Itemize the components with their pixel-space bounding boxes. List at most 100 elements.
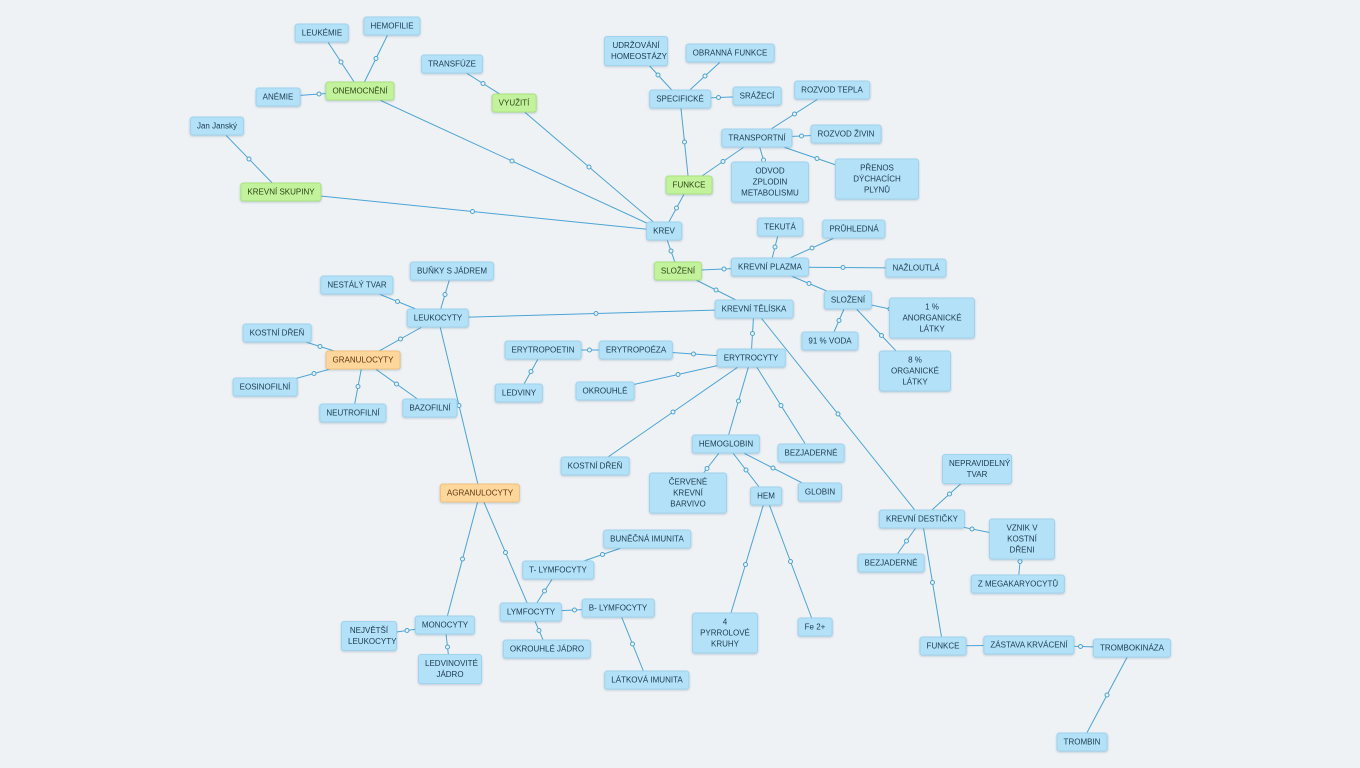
connector-arrow-krevni_plazma-slozeni_plazma	[806, 281, 812, 286]
node-udrzovani-homeostazy[interactable]: UDRŽOVÁNÍ HOMEOSTÁZY	[604, 36, 668, 66]
node-hemofilie[interactable]: HEMOFILIE	[363, 16, 421, 36]
node-bezjaderne-erytrocyty[interactable]: BEZJADERNÉ	[777, 443, 845, 463]
node-transfuze[interactable]: TRANSFÚZE	[421, 54, 483, 74]
node-anemie[interactable]: ANÉMIE	[255, 87, 301, 107]
connector-arrow-erytrocyty-hemoglobin	[736, 398, 741, 404]
node-bezjaderne-desticky[interactable]: BEZJADERNÉ	[857, 553, 925, 573]
node-rozvod-tepla[interactable]: ROZVOD TEPLA	[794, 80, 870, 100]
connector-arrow-zastava-trombokinaza	[1078, 644, 1083, 649]
node-okrouhle[interactable]: OKROUHLÉ	[575, 381, 635, 401]
node-zastava-krvaceni[interactable]: ZÁSTAVA KRVÁCENÍ	[983, 635, 1075, 655]
node-trombokinaza[interactable]: TROMBOKINÁZA	[1092, 638, 1172, 658]
node-krevni-skupiny[interactable]: KREVNÍ SKUPINY	[240, 182, 322, 202]
node-t-lymfocyty[interactable]: T- LYMFOCYTY	[522, 560, 594, 580]
node-agranulocyty[interactable]: AGRANULOCYTY	[439, 483, 521, 503]
node-nejvetsi-leukocyty[interactable]: NEJVĚTŠÍ LEUKOCYTY	[341, 621, 397, 651]
node-funkce-desticky[interactable]: FUNKCE	[919, 636, 967, 656]
connector-arrow-erytropoetin-ledviny	[528, 369, 534, 374]
connector-arrow-funkce-specificke	[682, 139, 687, 145]
connector-arrow-erytropoeza-erytropoetin	[587, 347, 592, 353]
connector-arrow-specificke-udrzovani	[655, 72, 661, 78]
connector-arrow-erytrocyty-kostni_dren_e	[670, 409, 676, 415]
node-granulocyty[interactable]: GRANULOCYTY	[325, 350, 401, 370]
connector-arrow-krevni_desticky-funkce_d	[930, 580, 935, 585]
node-ledvinovite-jadro[interactable]: LEDVINOVITÉ JÁDRO	[418, 654, 482, 684]
node-hemoglobin[interactable]: HEMOGLOBIN	[691, 434, 761, 454]
connector-arrow-krevni_plazma-pruhledna	[809, 245, 815, 251]
node-fe[interactable]: Fe 2+	[797, 617, 833, 637]
node-lymfocyty[interactable]: LYMFOCYTY	[499, 602, 563, 622]
node-voda[interactable]: 91 % VODA	[801, 331, 859, 351]
node-bunky-s-jadrem[interactable]: BUŇKY S JÁDREM	[409, 261, 495, 281]
connector-arrow-transportni-rozvod_tepla	[792, 111, 797, 117]
node-kostni-dren-granulocyty[interactable]: KOSTNÍ DŘEŇ	[242, 323, 312, 343]
node-tekuta[interactable]: TEKUTÁ	[757, 217, 803, 237]
node-vyuziti[interactable]: VYUŽITÍ	[491, 93, 537, 113]
connector-arrow-transportni-rozvod_zivin	[799, 133, 804, 139]
node-eosinofilni[interactable]: EOSINOFILNÍ	[232, 377, 298, 397]
node-vznik-v-kostni-dreni[interactable]: VZNIK V KOSTNÍ DŘENI	[989, 518, 1055, 560]
node-b-lymfocyty[interactable]: B- LYMFOCYTY	[581, 598, 655, 618]
connector-arrow-vznik-megakaryocytu	[1017, 559, 1023, 564]
connector-arrow-funkce-transportni	[720, 159, 726, 164]
node-funkce[interactable]: FUNKCE	[665, 175, 713, 195]
node-nazloutla[interactable]: NAŽLOUTLÁ	[885, 258, 947, 278]
connector-arrow-krevni_desticky-nepravidelny	[947, 491, 952, 497]
node-jan-jansky[interactable]: Jan Janský	[189, 116, 245, 136]
node-erytropoeza[interactable]: ERYTROPOÉZA	[598, 340, 674, 360]
node-pyrrolove-kruhy[interactable]: 4 PYRROLOVÉ KRUHY	[692, 612, 758, 654]
node-leukemie[interactable]: LEUKÉMIE	[294, 23, 350, 43]
node-cervene-krevni-barvivo[interactable]: ČERVENÉ KREVNÍ BARVIVO	[649, 472, 727, 514]
connector-arrow-agranulocyty-monocyty	[460, 556, 465, 562]
node-obranna-funkce[interactable]: OBRANNÁ FUNKCE	[685, 43, 775, 63]
node-krevni-desticky[interactable]: KREVNÍ DESTIČKY	[878, 509, 966, 529]
node-slozeni-plazma[interactable]: SLOŽENÍ	[823, 290, 873, 310]
node-krevni-teliska[interactable]: KREVNÍ TĚLÍSKA	[714, 299, 794, 319]
connector-arrow-krev-slozeni	[668, 248, 674, 254]
node-neutrofilni[interactable]: NEUTROFILNÍ	[319, 403, 387, 423]
node-z-megakaryocytu[interactable]: Z MEGAKARYOCYTŮ	[970, 574, 1066, 594]
node-trombin[interactable]: TROMBIN	[1056, 732, 1108, 752]
node-kostni-dren-erytrocyty[interactable]: KOSTNÍ DŘEŇ	[560, 456, 630, 476]
connector-arrow-granulocyty-kostni_dren_g	[317, 344, 323, 349]
connector-arrow-onemocneni-hemofilie	[373, 56, 379, 61]
node-okrouhle-jadro[interactable]: OKROUHLÉ JÁDRO	[502, 639, 592, 659]
node-pruhledna[interactable]: PRŮHLEDNÁ	[822, 219, 886, 239]
connector-arrow-erytrocyty-erytropoeza	[691, 351, 696, 357]
node-globin[interactable]: GLOBIN	[797, 482, 843, 502]
node-odvod-zplodin[interactable]: ODVOD ZPLODIN METABOLISMU	[731, 161, 809, 203]
node-specificke[interactable]: SPECIFICKÉ	[649, 89, 711, 109]
node-organicke-latky[interactable]: 8 % ORGANICKÉ LÁTKY	[879, 350, 951, 392]
connector-arrow-t_lymfocyty-bunecna	[600, 552, 605, 557]
connector-arrow-krevni_desticky-bezjaderne_d	[904, 538, 909, 544]
node-ledviny[interactable]: LEDVINY	[494, 383, 544, 403]
node-leukocyty[interactable]: LEUKOCYTY	[406, 308, 470, 328]
node-anorganicke-latky[interactable]: 1 % ANORGANICKÉ LÁTKY	[889, 297, 975, 339]
connector-arrow-krevni_skupiny-jan_jansky	[246, 156, 252, 162]
connector-arrow-leukocyty-nestaly_tvar	[395, 299, 400, 304]
connector-arrow-b_lymfocyty-latkova	[630, 641, 635, 647]
node-monocyty[interactable]: MONOCYTY	[414, 615, 476, 635]
node-hem[interactable]: HEM	[750, 486, 782, 506]
node-erytrocyty[interactable]: ERYTROCYTY	[716, 348, 786, 368]
node-prenos-plynu[interactable]: PŘENOS DÝCHACÍCH PLYNŮ	[835, 158, 919, 200]
node-bazofilni[interactable]: BAZOFILNÍ	[402, 398, 458, 418]
node-srazeci[interactable]: SRÁŽECÍ	[732, 86, 782, 106]
node-nepravidelny-tvar[interactable]: NEPRAVIDELNÝ TVAR	[942, 454, 1012, 484]
node-erytropoetin[interactable]: ERYTROPOETIN	[504, 340, 582, 360]
connector-arrow-leukocyty-agranulocyty	[456, 403, 462, 408]
node-transportni[interactable]: TRANSPORTNÍ	[721, 128, 793, 148]
node-onemocneni[interactable]: ONEMOCNĚNÍ	[325, 81, 395, 101]
node-krev[interactable]: KREV	[646, 221, 682, 241]
node-latkova-imunita[interactable]: LÁTKOVÁ IMUNITA	[604, 670, 690, 690]
node-rozvod-zivin[interactable]: ROZVOD ŽIVIN	[810, 124, 882, 144]
node-slozeni[interactable]: SLOŽENÍ	[653, 261, 703, 281]
connector-arrow-specificke-srazeci	[716, 95, 721, 100]
node-krevni-plazma[interactable]: KREVNÍ PLAZMA	[730, 257, 810, 277]
connector-arrow-monocyty-nejvetsi	[404, 628, 410, 633]
connector-arrow-krev-onemocneni	[509, 158, 515, 164]
node-nestaly-tvar[interactable]: NESTÁLÝ TVAR	[320, 275, 394, 295]
node-bunecna-imunita[interactable]: BUNĚČNÁ IMUNITA	[603, 529, 691, 549]
connector-arrow-krevni_teliska-erytrocyty	[750, 331, 755, 336]
